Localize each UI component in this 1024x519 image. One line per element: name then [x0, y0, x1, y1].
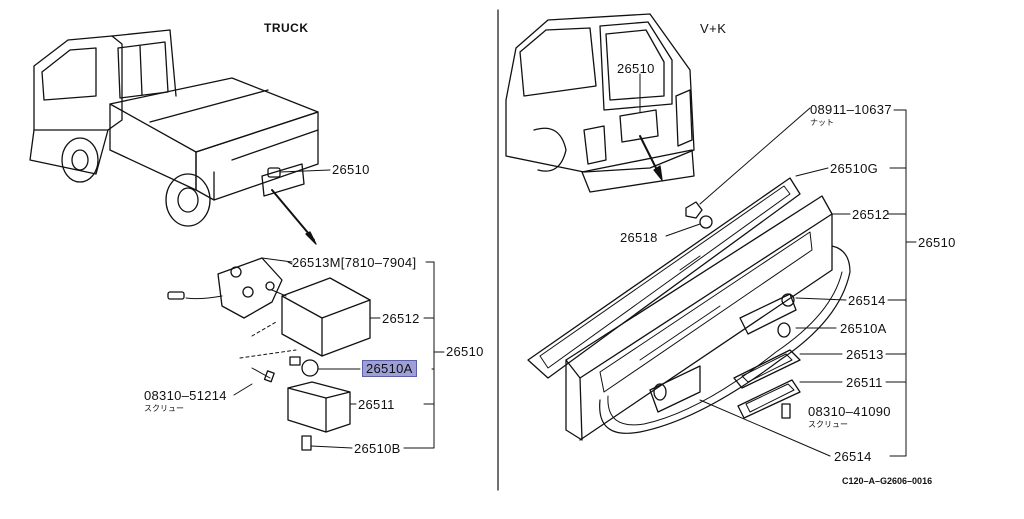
- part-label-26513m[interactable]: 26513M[7810–7904]: [292, 255, 417, 270]
- part-sublabel-screw-van: スクリュー: [808, 420, 848, 429]
- part-label-26510b[interactable]: 26510B: [354, 441, 401, 456]
- part-label-26511-van[interactable]: 26511: [846, 375, 883, 390]
- van-illustration: [505, 13, 695, 193]
- part-label-26512-van[interactable]: 26512: [852, 207, 890, 222]
- part-label-26514-lower[interactable]: 26514: [834, 449, 872, 464]
- part-label-26510-group[interactable]: 26510: [446, 344, 484, 359]
- section-title-truck: TRUCK: [264, 21, 309, 35]
- part-label-26513[interactable]: 26513: [846, 347, 884, 362]
- part-label-26512[interactable]: 26512: [382, 311, 420, 326]
- part-label-26510-van[interactable]: 26510: [617, 61, 655, 76]
- part-sublabel-nut: ナット: [810, 118, 834, 127]
- part-label-08911-10637[interactable]: 08911–10637: [810, 102, 892, 117]
- van-lamp-exploded: [527, 107, 917, 457]
- part-label-26510a-highlighted[interactable]: 26510A: [362, 360, 417, 377]
- part-label-26510[interactable]: 26510: [332, 162, 370, 177]
- truck-lamp-exploded: [167, 257, 445, 451]
- truck-illustration: [29, 29, 331, 245]
- part-label-26510a-van[interactable]: 26510A: [840, 321, 887, 336]
- part-label-26510g[interactable]: 26510G: [830, 161, 879, 176]
- section-title-van: V+K: [700, 21, 727, 36]
- part-label-08310-41090[interactable]: 08310–41090: [808, 404, 891, 419]
- diagram-code: C120–A–G2606–0016: [842, 476, 933, 486]
- part-label-26510-van-group[interactable]: 26510: [918, 235, 956, 250]
- part-label-26518[interactable]: 26518: [620, 230, 658, 245]
- part-label-26511[interactable]: 26511: [358, 397, 395, 412]
- part-label-26514-upper[interactable]: 26514: [848, 293, 886, 308]
- part-sublabel-screw: スクリュー: [144, 404, 184, 413]
- part-label-08310-51214[interactable]: 08310–51214: [144, 388, 227, 403]
